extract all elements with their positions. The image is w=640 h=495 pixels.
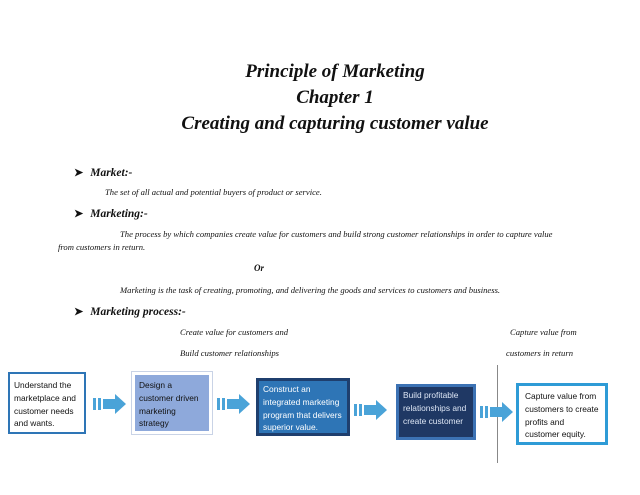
flow-step-1: Understand the marketplace and customer … [8, 372, 86, 434]
flow-arrow-icon [93, 394, 126, 414]
bullet-arrow-icon: ➤ [74, 306, 84, 318]
flow-step-3: Construct an integrated marketing progra… [256, 378, 350, 436]
chapter-heading: Chapter 1 [296, 87, 374, 108]
flow-step-4: Build profitable relationships and creat… [396, 384, 476, 440]
market-heading-text: Market:- [90, 167, 133, 179]
capture-value-label: Capture value from [510, 327, 577, 337]
flow-arrow-icon [217, 394, 250, 414]
market-definition: The set of all actual and potential buye… [105, 187, 322, 197]
marketing-heading-text: Marketing:- [90, 208, 148, 220]
marketing-definition: The process by which companies create va… [58, 229, 553, 252]
marketing-process-heading: ➤ Marketing process:- [74, 305, 186, 318]
flow-step-2: Design a customer driven marketing strat… [131, 371, 213, 435]
or-separator: Or [254, 263, 265, 273]
bullet-arrow-icon: ➤ [74, 167, 84, 179]
chapter-subtitle: Creating and capturing customer value [181, 113, 489, 134]
flow-arrow-icon [480, 402, 513, 422]
customers-in-return-label: customers in return [506, 348, 573, 358]
marketing-heading: ➤ Marketing:- [74, 207, 148, 220]
create-value-label: Create value for customers and [180, 327, 289, 337]
market-heading: ➤ Market:- [74, 166, 132, 179]
marketing-alt-definition: Marketing is the task of creating, promo… [120, 285, 501, 295]
flow-step-5: Capture value from customers to create p… [516, 383, 608, 445]
bullet-arrow-icon: ➤ [74, 208, 84, 220]
document-title: Principle of Marketing [245, 61, 425, 82]
flow-arrow-icon [354, 400, 387, 420]
marketing-process-heading-text: Marketing process:- [90, 306, 186, 318]
build-relationships-label: Build customer relationships [180, 348, 279, 358]
